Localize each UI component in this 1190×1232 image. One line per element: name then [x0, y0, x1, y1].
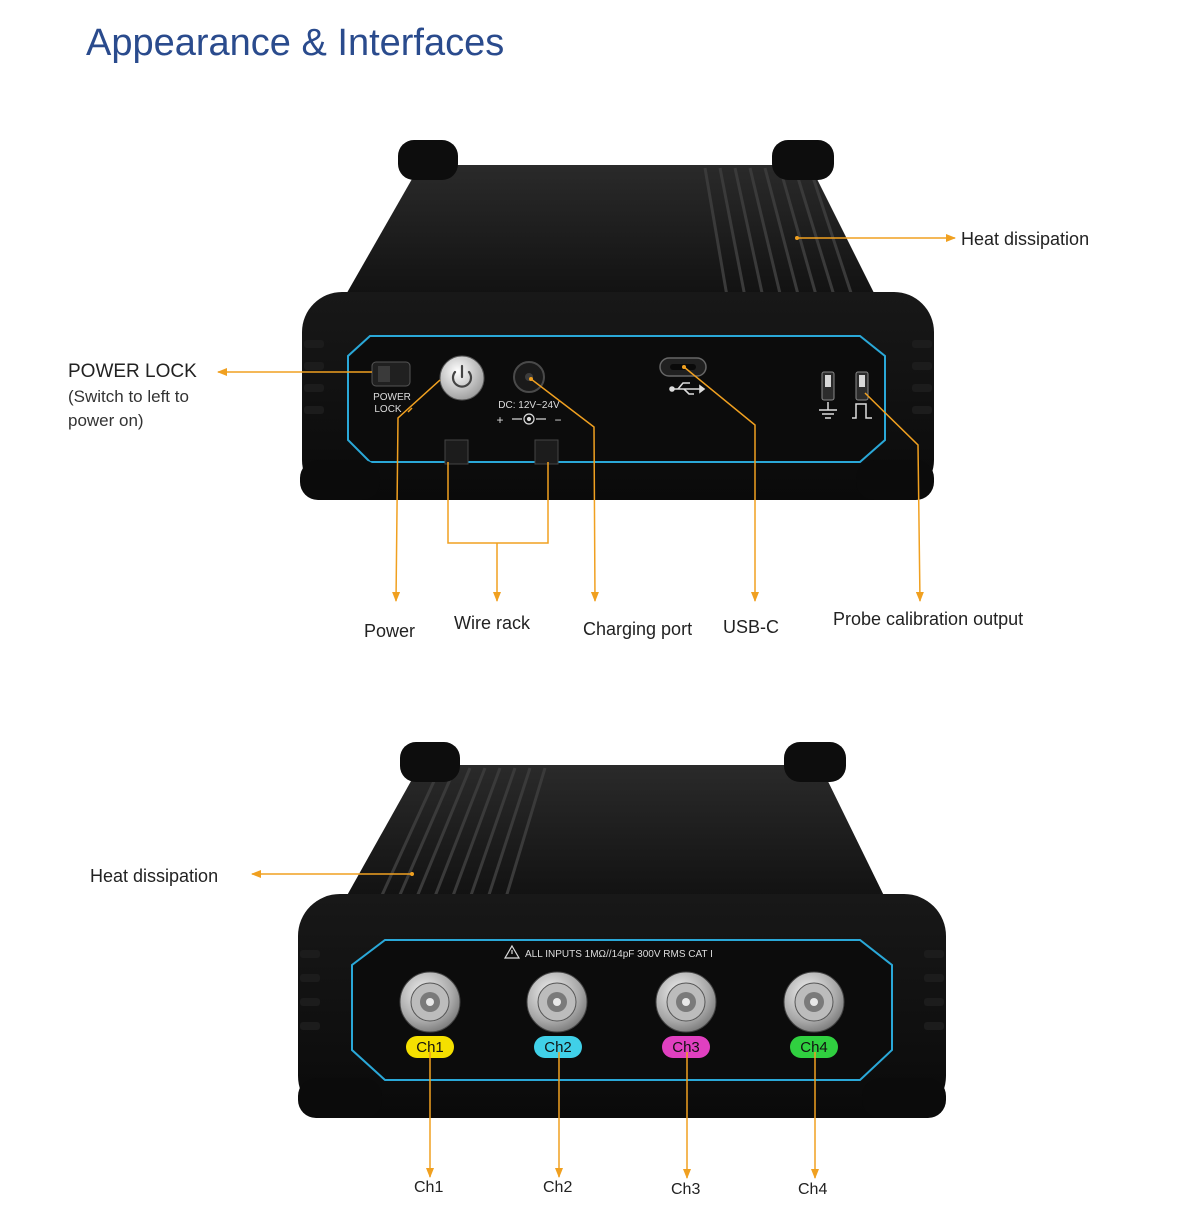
ch2-badge-text: Ch2 [544, 1039, 572, 1056]
bnc-connector-ch2[interactable] [526, 971, 588, 1033]
ch4-badge [790, 1036, 838, 1058]
ch3-badge [662, 1036, 710, 1058]
label-heat-dissipation-top: Heat dissipation [961, 229, 1090, 249]
label-probe-calibration: Probe calibration output [833, 609, 1024, 629]
wire-rack-hook-left [444, 439, 469, 465]
dc-plus-text: + [496, 413, 503, 427]
top-panel-trim [347, 335, 886, 463]
inputs-warning-text: ALL INPUTS 1MΩ//14pF 300V RMS CAT I [525, 949, 713, 960]
power-lock-panel-text-2: LOCK [374, 404, 402, 415]
label-power-lock: POWER LOCK [68, 361, 197, 382]
label-ch3: Ch3 [671, 1181, 701, 1198]
ch1-badge [406, 1036, 454, 1058]
top-callouts [217, 234, 956, 602]
dc-rating-text: DC: 12V~24V [498, 400, 560, 411]
label-charging-port: Charging port [583, 619, 693, 639]
bnc-connector-ch3[interactable] [655, 971, 717, 1033]
ch3-badge-text: Ch3 [672, 1039, 700, 1056]
bottom-panel-trim [351, 939, 893, 1081]
label-wire-rack: Wire rack [454, 613, 530, 633]
bottom-device: ALL INPUTS 1MΩ//14pF 300V RMS CAT I [298, 742, 946, 1118]
usb-icon [669, 382, 706, 395]
power-lock-panel-text-1: POWER [373, 392, 411, 403]
label-power-lock-note-2: power on) [68, 411, 144, 430]
ch2-badge [534, 1036, 582, 1058]
bottom-heat-fins [376, 767, 547, 905]
power-lock-switch [371, 361, 411, 387]
wire-rack-hook-right [534, 439, 559, 465]
ground-icon [819, 402, 837, 419]
top-device: POWER LOCK DC: 12V~24V + − [300, 140, 934, 500]
power-icon [451, 364, 473, 388]
bnc-connector-ch4[interactable] [783, 971, 845, 1033]
square-wave-icon [852, 403, 872, 419]
dc-polarity-icon [512, 413, 546, 425]
bnc-connector-ch1[interactable] [399, 971, 461, 1033]
bottom-callouts [251, 870, 819, 1179]
dc-minus-text: − [554, 413, 561, 427]
label-power: Power [364, 621, 416, 641]
label-heat-dissipation-bottom: Heat dissipation [90, 866, 219, 886]
label-power-lock-note-1: (Switch to left to [68, 387, 189, 406]
ch1-badge-text: Ch1 [416, 1039, 444, 1056]
label-ch1: Ch1 [414, 1179, 444, 1196]
bumper [398, 140, 458, 180]
top-heat-fins [703, 167, 856, 303]
top-device-case [340, 165, 880, 305]
page-title: Appearance & Interfaces [86, 22, 505, 64]
label-usb-c: USB-C [723, 617, 780, 637]
warning-icon [503, 944, 521, 959]
bumper [772, 140, 834, 180]
ch4-badge-text: Ch4 [800, 1039, 828, 1056]
label-ch2: Ch2 [543, 1179, 573, 1196]
label-ch4: Ch4 [798, 1181, 828, 1198]
